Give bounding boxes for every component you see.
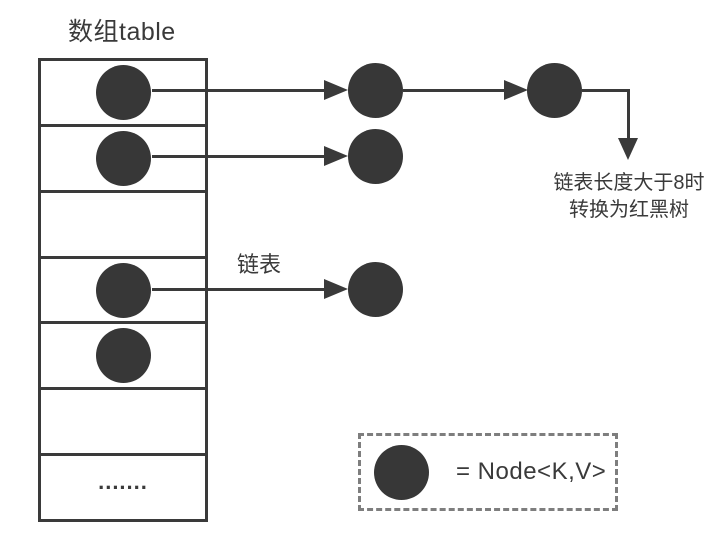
arrowhead-right-icon [324,279,348,299]
bucket-cell-1 [41,127,205,193]
bucket-cell-2 [41,193,205,259]
arrowhead-right-icon [324,80,348,100]
node-icon [95,130,151,186]
ellipsis-text: ....... [98,468,148,494]
legend-box: = Node<K,V> [358,433,618,511]
node-icon [374,444,429,500]
treeify-note: 链表长度大于8时 转换为红黑树 [537,170,720,224]
node-icon [348,63,403,118]
node-icon [527,63,582,118]
node-icon [95,64,151,120]
arrowhead-down-icon [618,138,638,160]
bucket-cell-0 [41,61,205,127]
node-icon [95,262,151,318]
bucket-cell-6: ....... [41,456,205,519]
node-icon [348,262,403,317]
arrow-line [152,155,324,158]
treeify-note-line1: 链表长度大于8时 [553,172,705,194]
elbow-line-vertical [627,89,630,139]
bucket-cell-5 [41,390,205,457]
node-icon [348,129,403,184]
arrowhead-right-icon [504,80,528,100]
linked-list-label: 链表 [237,252,282,277]
arrow-line [152,288,324,291]
arrowhead-right-icon [324,146,348,166]
bucket-cell-3 [41,259,205,325]
treeify-note-line2: 转换为红黑树 [569,199,689,221]
elbow-line-horizontal [582,89,630,92]
arrow-line [152,89,324,92]
arrow-line [403,89,504,92]
array-title: 数组table [68,18,176,46]
legend-label: = Node<K,V> [456,458,607,485]
bucket-cell-4 [41,324,205,391]
node-icon [95,328,151,384]
